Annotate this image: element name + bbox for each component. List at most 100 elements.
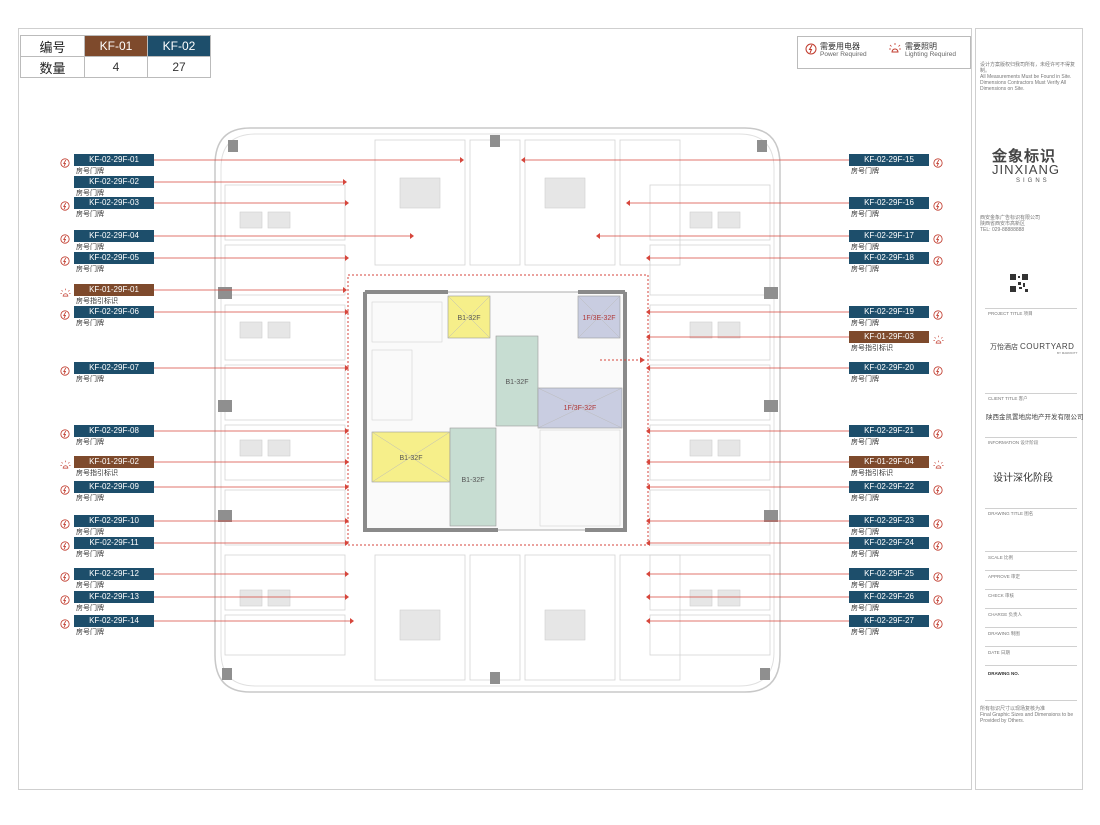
field-scale: SCALE 比例 (988, 555, 1014, 560)
leader-arrow (646, 255, 650, 261)
leader-arrow (521, 157, 525, 163)
sign-code: KF-02-29F-21 (849, 425, 929, 437)
power-icon (60, 155, 70, 168)
tb-footer: 所有标识尺寸以现场复核为准 Final Graphic Sizes and Di… (980, 706, 1075, 724)
core-exit-arrow (640, 357, 645, 363)
sign-type: 房号门牌 (851, 495, 879, 502)
power-icon (60, 592, 70, 605)
power-icon (805, 43, 817, 55)
field-approve: APPROVE 审定 (988, 574, 1021, 579)
project-name-zh: 万怡酒店 (990, 344, 1018, 351)
blank-icon (60, 177, 70, 187)
qr-code-icon (1009, 273, 1029, 293)
sign-type: 房号门牌 (851, 168, 879, 175)
leader-arrow (345, 255, 349, 261)
tb-divider (985, 627, 1077, 628)
lift-label-d: 1F/3F-32F (564, 405, 597, 412)
sign-type: 房号门牌 (851, 320, 879, 327)
sign-code: KF-02-29F-03 (74, 197, 154, 209)
field-drawing-no: DRAWING NO. (988, 671, 1019, 676)
power-icon (933, 516, 943, 529)
tb-divider (985, 665, 1077, 666)
structural-columns (218, 135, 778, 684)
tb-footer-line: Final Graphic Sizes and Dimensions to be (980, 712, 1074, 718)
sign-code: KF-02-29F-06 (74, 306, 154, 318)
sign-type: 房号门牌 (851, 266, 879, 273)
sign-code: KF-02-29F-14 (74, 615, 154, 627)
legend-power: 需要用电器 Power Required (805, 42, 867, 59)
legend-lighting-zh: 需要照明 (905, 42, 937, 51)
sign-code: KF-01-29F-04 (849, 456, 929, 468)
field-charge: CHARGE 负责人 (988, 612, 1023, 617)
leader-arrow (646, 571, 650, 577)
sign-type: 房号门牌 (76, 168, 104, 175)
quantity-table-count-row: 数量 4 27 (20, 56, 211, 78)
client-name: 陕西金凯置地房地产开发有限公司 (986, 414, 1084, 421)
leader-arrow (646, 594, 650, 600)
sign-type: 房号门牌 (851, 551, 879, 558)
sign-code: KF-02-29F-02 (74, 176, 154, 188)
tb-divider (985, 700, 1077, 701)
power-icon (60, 231, 70, 244)
lighting-icon (933, 457, 944, 469)
sign-type: 房号门牌 (76, 320, 104, 327)
leader-arrow (350, 618, 354, 624)
tb-divider (985, 570, 1077, 571)
leaders-right (521, 157, 849, 624)
tb-divider (985, 308, 1077, 309)
sign-type: 房号门牌 (851, 605, 879, 612)
room-grid-right (649, 184, 771, 656)
tb-divider (985, 437, 1077, 438)
power-icon (933, 198, 943, 211)
leader-arrow (345, 428, 349, 434)
tb-note: Dimensions Contractors Must Verify All (980, 80, 1067, 86)
sign-code: KF-02-29F-04 (74, 230, 154, 242)
sign-code: KF-02-29F-08 (74, 425, 154, 437)
power-icon (933, 253, 943, 266)
leaders-left (154, 157, 464, 624)
legend: 需要用电器 Power Required 需要照明 Lighting Requi… (797, 36, 971, 69)
sign-code: KF-02-29F-25 (849, 568, 929, 580)
lift-label-a: B1-32F (458, 315, 481, 322)
leader-arrow (646, 459, 650, 465)
sign-type: 房号门牌 (851, 629, 879, 636)
sign-type: 房号指引标识 (851, 470, 893, 477)
power-icon (60, 307, 70, 320)
power-icon (60, 516, 70, 529)
sign-code: KF-02-29F-09 (74, 481, 154, 493)
legend-lighting: 需要照明 Lighting Required (888, 42, 956, 59)
power-icon (60, 198, 70, 211)
sign-code: KF-02-29F-17 (849, 230, 929, 242)
client-label: CLIENT TITLE 客户 (988, 396, 1028, 401)
tb-footer-line: 所有标识尺寸以现场复核为准 (980, 706, 1046, 712)
sign-type: 房号门牌 (851, 439, 879, 446)
lift-label-f: B1-32F (462, 477, 485, 484)
sign-code: KF-02-29F-13 (74, 591, 154, 603)
title-block-frame (975, 28, 1083, 790)
leader-arrow (345, 200, 349, 206)
legend-power-zh: 需要用电器 (820, 42, 860, 51)
power-icon (60, 538, 70, 551)
power-icon (933, 592, 943, 605)
leader-arrow (646, 428, 650, 434)
power-icon (933, 307, 943, 320)
project-name: 万怡酒店 COURTYARD (990, 342, 1074, 352)
tb-divider (985, 393, 1077, 394)
sign-code: KF-02-29F-24 (849, 537, 929, 549)
power-icon (933, 538, 943, 551)
company-info: 西安金象广告标识有限公司 陕西省西安市高新区 TEL: 029-88888888 (980, 215, 1075, 233)
power-icon (60, 482, 70, 495)
company-line: TEL: 029-88888888 (980, 227, 1025, 233)
sign-type: 房号指引标识 (76, 470, 118, 477)
company-line: 陕西省西安市高新区 (980, 221, 1026, 227)
leader-arrow (345, 459, 349, 465)
project-name-en: COURTYARD (1019, 342, 1075, 351)
tb-note: 设计方案版权归我司所有，未经许可不得复制。 (980, 62, 1076, 74)
field-check: CHECK 审核 (988, 593, 1015, 598)
leader-arrow (345, 518, 349, 524)
field-drawing: DRAWING 制图 (988, 631, 1020, 636)
quantity-table: 编号 KF-01 KF-02 数量 4 27 (20, 35, 211, 78)
power-icon (933, 155, 943, 168)
leader-arrow (646, 518, 650, 524)
leader-arrow (345, 365, 349, 371)
